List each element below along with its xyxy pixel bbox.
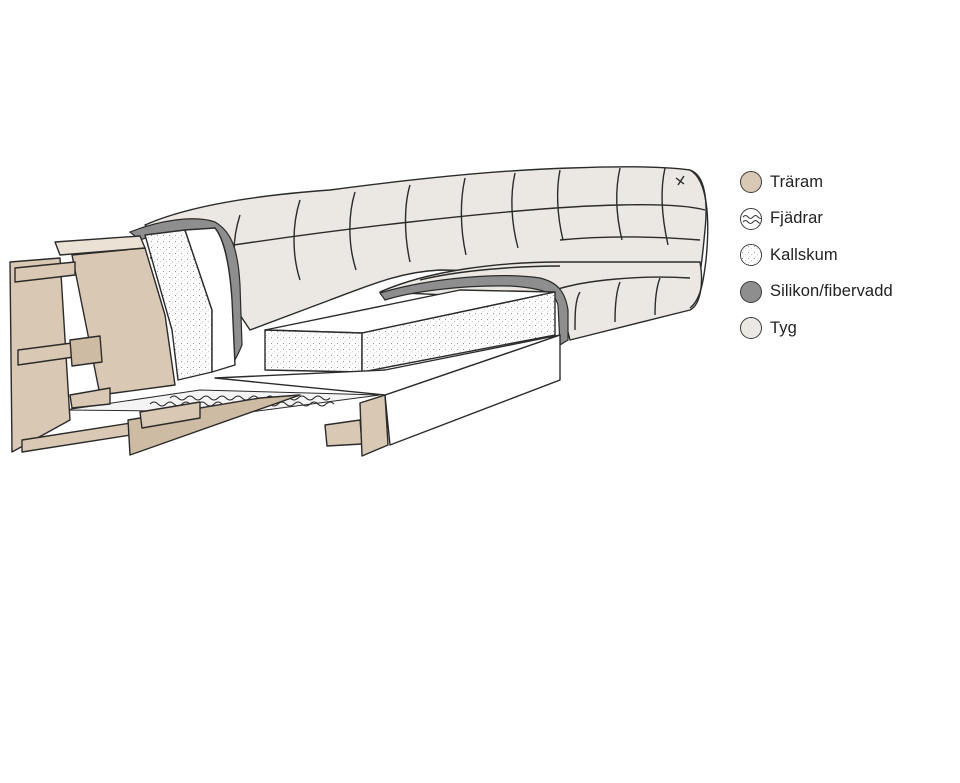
legend-label: Kallskum: [770, 245, 838, 264]
cold-foam-back: [144, 227, 236, 381]
fabric-swatch-icon: [740, 317, 762, 339]
wood-frame: [9, 235, 389, 457]
cold-foam-seat: [264, 289, 556, 373]
legend-item-springs: Fjädrar: [740, 207, 893, 231]
wood-frame-swatch-icon: [740, 171, 762, 193]
legend-item-cold-foam: Kallskum: [740, 243, 893, 267]
legend-label: Träram: [770, 172, 824, 191]
legend-item-fabric: Tyg: [740, 316, 893, 340]
legend-label: Tyg: [770, 318, 797, 337]
silicone-fiber-swatch-icon: [740, 280, 762, 303]
legend-label: Fjädrar: [770, 209, 823, 227]
sofa-right-arm: [689, 169, 709, 309]
legend-label: Silikon/fibervadd: [770, 282, 893, 300]
legend-item-wood-frame: Träram: [740, 170, 893, 194]
cold-foam-swatch-icon: [740, 244, 762, 266]
materials-legend: Träram Fjädrar Kallskum Silikon/fibervad…: [740, 170, 893, 353]
base-foam-block: [214, 334, 561, 446]
springs-swatch-icon: [740, 207, 762, 230]
legend-item-silicone-fiber: Silikon/fibervadd: [740, 280, 893, 304]
